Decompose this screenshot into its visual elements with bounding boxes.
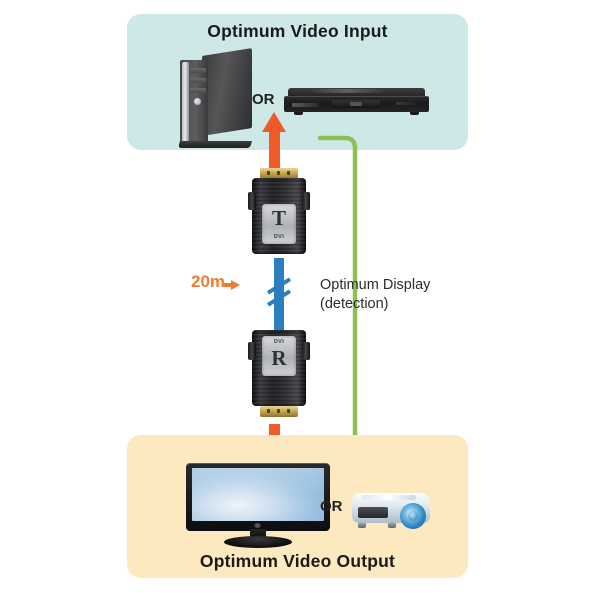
receiver-label: R <box>271 346 287 370</box>
detection-note-line2: (detection) <box>320 296 389 312</box>
distance-arrow-icon <box>231 280 240 290</box>
dvi-transmitter-connector: T DVI <box>248 168 310 260</box>
transmitter-label: T <box>271 206 286 230</box>
detection-note: Optimum Display (detection) <box>320 276 480 314</box>
video-projector-icon <box>348 487 434 537</box>
input-panel-title: Optimum Video Input <box>207 21 388 41</box>
distance-label: 20m <box>191 272 226 291</box>
output-panel-title: Optimum Video Output <box>199 551 396 571</box>
or-label-output: OR <box>320 498 343 515</box>
or-label-input: OR <box>252 91 275 108</box>
detection-note-line1: Optimum Display <box>320 277 431 293</box>
lcd-television-icon <box>186 463 330 549</box>
connector-brand-top: DVI <box>273 234 285 240</box>
dvd-player-icon <box>284 88 429 118</box>
desktop-pc-tower-icon <box>177 48 252 148</box>
connector-brand-bottom: DVI <box>273 339 285 345</box>
distance-arrow-tail <box>224 283 232 287</box>
dvi-receiver-connector: DVI R <box>248 330 310 422</box>
